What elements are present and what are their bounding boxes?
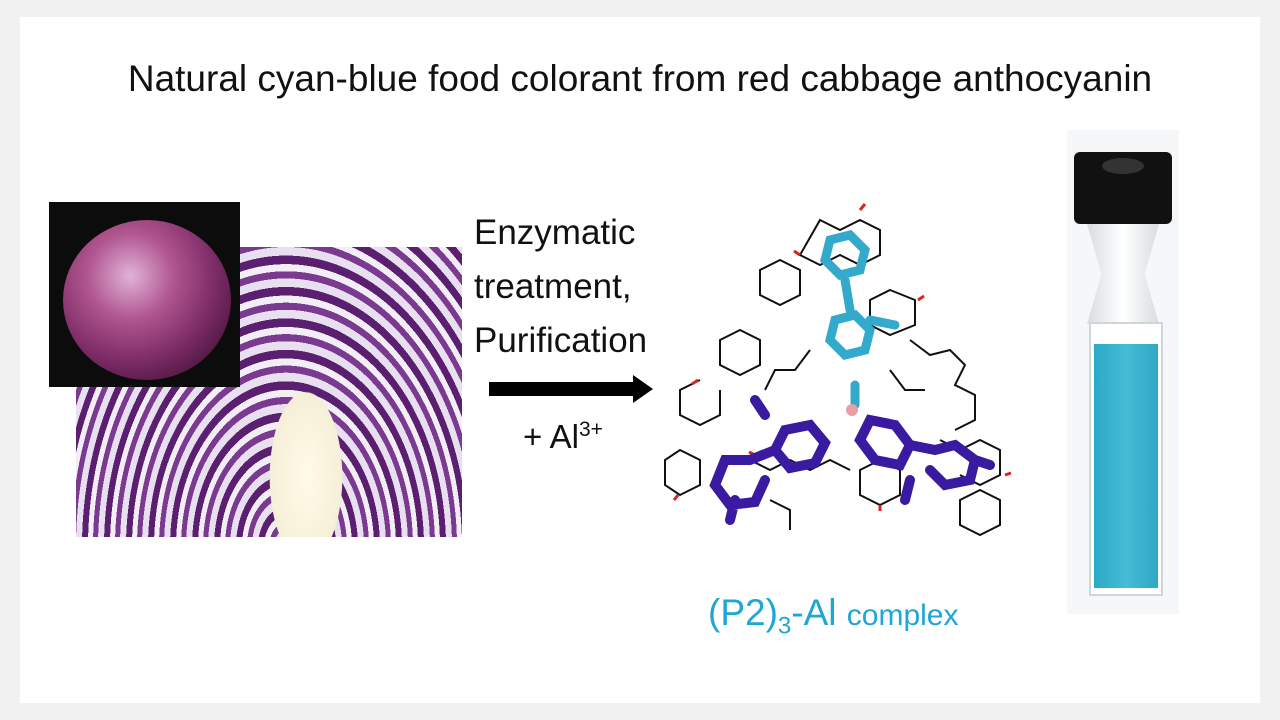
vial-cap — [1074, 152, 1172, 224]
slide-title: Natural cyan-blue food colorant from red… — [127, 58, 1153, 99]
complex-caption: (P2)3-Al complex — [708, 592, 959, 640]
caption-word: complex — [846, 599, 959, 632]
reagent-charge: 3+ — [578, 418, 603, 441]
indigo-chromophore-left — [709, 395, 831, 525]
reagent-symbol: + Al — [523, 418, 579, 455]
molecular-structure — [664, 203, 1012, 537]
cyan-chromophore — [820, 230, 900, 410]
arrow-head-icon — [633, 375, 653, 403]
step-line: Enzymatic — [474, 213, 636, 252]
caption-main: (P2) — [708, 592, 778, 633]
cuvette-glass — [1089, 322, 1163, 596]
red-cabbage-whole-photo — [49, 202, 240, 387]
reagent-label: + Al3+ — [523, 418, 603, 456]
aluminum-center-atom — [846, 404, 858, 416]
cap-opening — [1102, 158, 1144, 174]
step-line: Purification — [474, 321, 648, 360]
step-line: treatment, — [474, 267, 632, 306]
caption-subscript: 3 — [777, 612, 792, 640]
blue-solution — [1094, 344, 1158, 588]
process-step-text: Enzymatic treatment, Purification — [474, 206, 647, 368]
reaction-arrow — [489, 382, 635, 396]
vial-neck — [1087, 224, 1159, 324]
cabbage-head — [63, 220, 231, 380]
indigo-chromophore-right — [854, 414, 995, 505]
cuvette-photo — [1067, 130, 1179, 614]
caption-tail: -Al — [791, 592, 837, 633]
